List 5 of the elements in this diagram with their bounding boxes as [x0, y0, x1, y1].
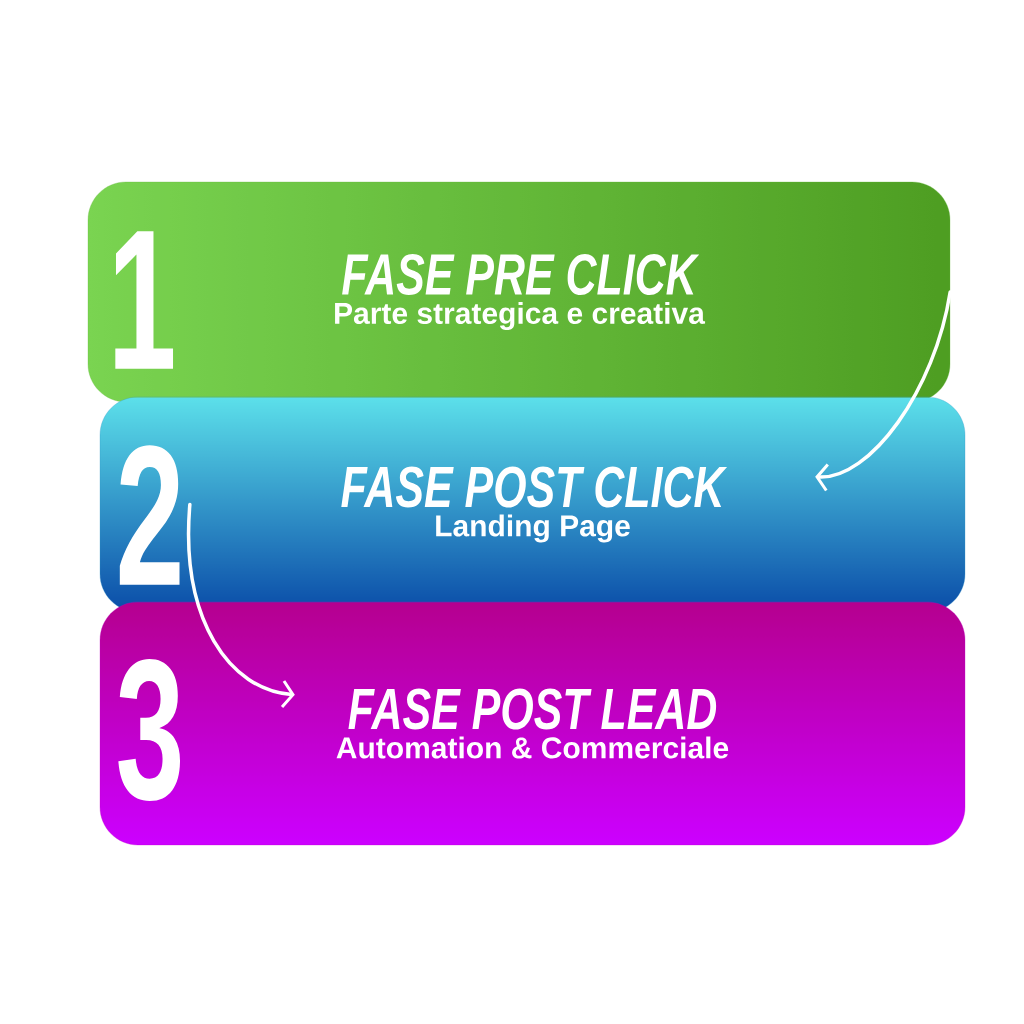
arrow	[186, 502, 295, 708]
step-number: 2	[119, 445, 180, 585]
step-number: 3	[118, 659, 180, 801]
arrow	[815, 290, 952, 492]
step-number: 1	[115, 231, 174, 369]
